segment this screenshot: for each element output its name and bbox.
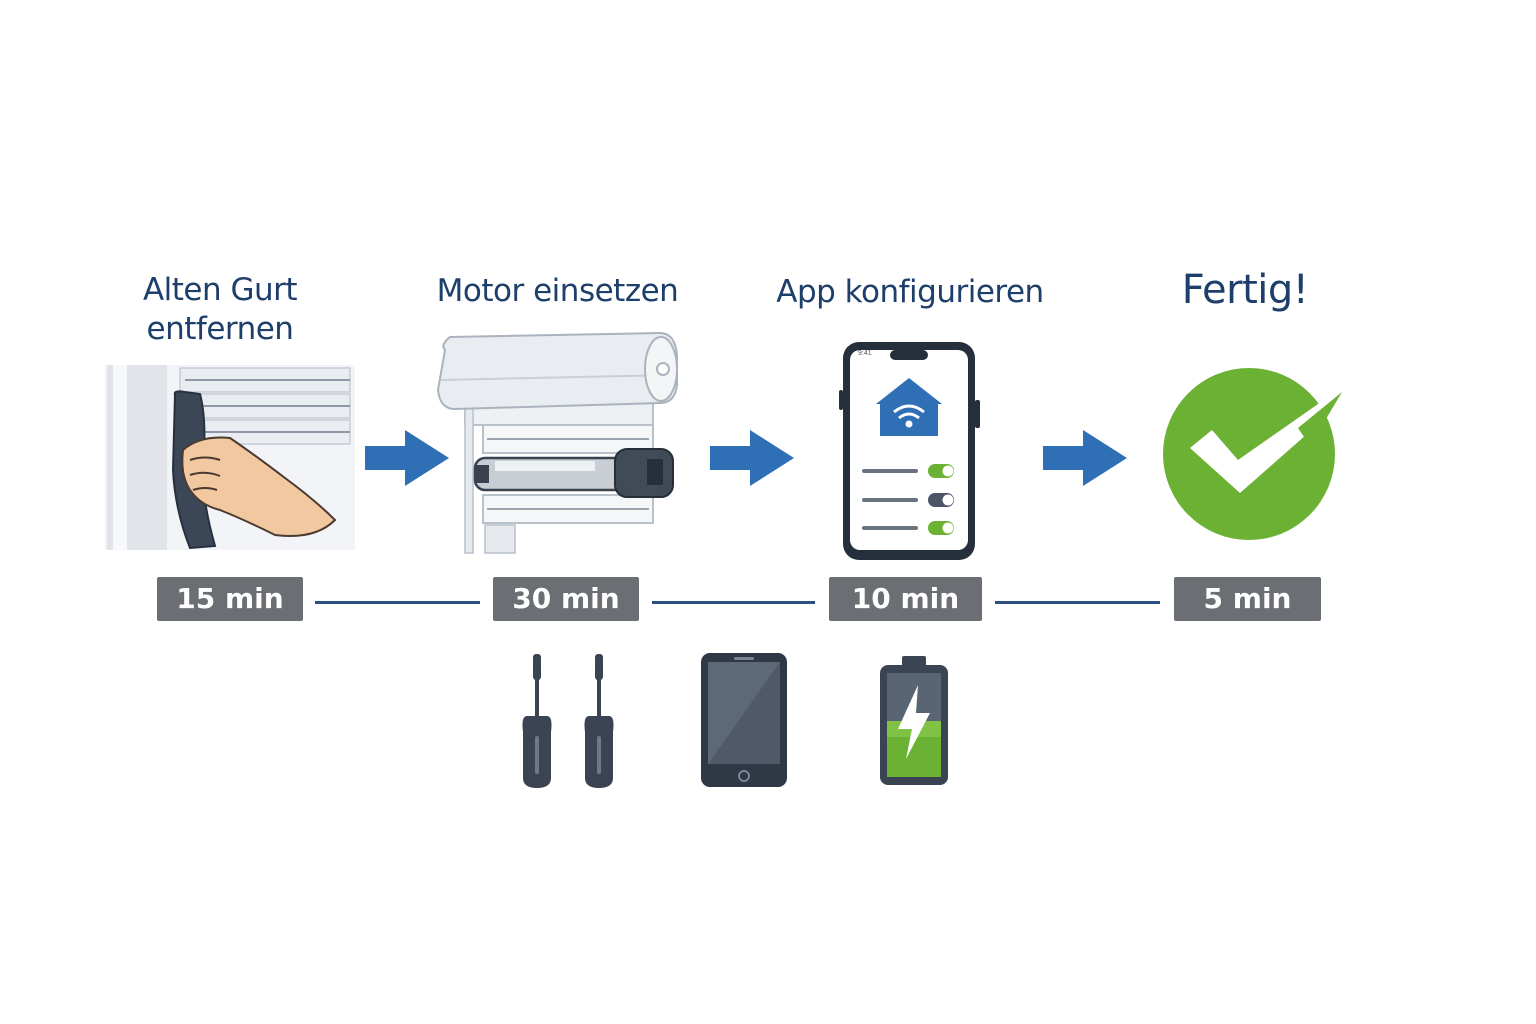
duration-badge-step-1: 15 min (157, 577, 303, 621)
screwdriver-pair-icon (515, 652, 625, 790)
step-title-remove-strap: Alten Gurt entfernen (142, 272, 298, 347)
remove-strap-illustration (105, 360, 355, 555)
timeline-connector-1 (315, 601, 480, 604)
insert-motor-illustration (435, 325, 685, 555)
flow-arrow-2 (710, 430, 795, 486)
timeline-connector-3 (995, 601, 1160, 604)
flow-arrow-1 (365, 430, 450, 486)
step-title-configure-app: App konfigurieren (776, 274, 1044, 310)
duration-badge-step-3: 10 min (829, 577, 982, 621)
step-title-insert-motor: Motor einsetzen (436, 273, 679, 309)
duration-badge-step-4: 5 min (1174, 577, 1321, 621)
battery-charging-icon (878, 655, 950, 787)
step-title-done: Fertig! (1181, 267, 1309, 313)
flow-arrow-3 (1043, 430, 1128, 486)
tablet-icon (700, 652, 788, 788)
duration-badge-step-2: 30 min (493, 577, 639, 621)
phone-status-time: 9:41 (858, 350, 872, 357)
checkmark-circle-icon (1160, 368, 1345, 543)
smartphone-app-illustration: 9:41 (838, 340, 983, 562)
timeline-connector-2 (652, 601, 815, 604)
